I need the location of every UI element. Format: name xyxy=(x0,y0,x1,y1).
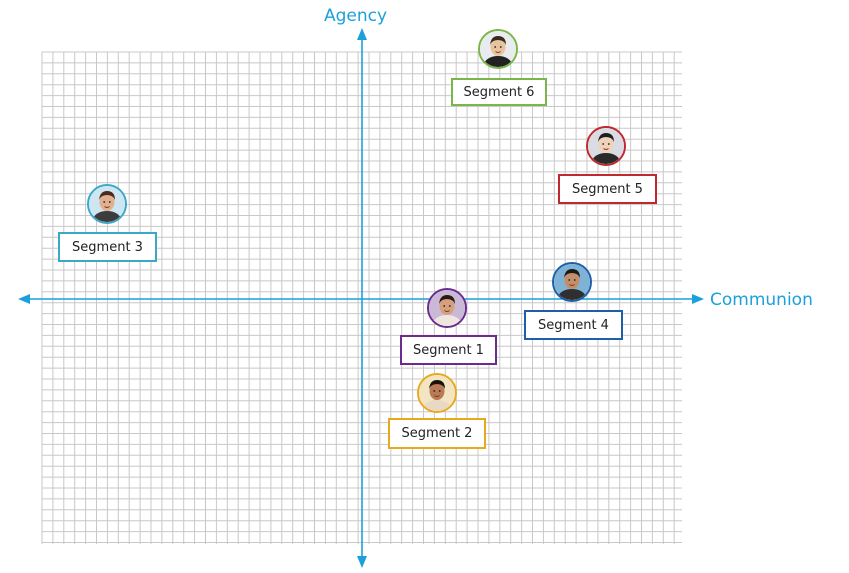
segment-1-label: Segment 1 xyxy=(400,335,497,365)
person-portrait-icon xyxy=(554,264,590,300)
segment-5-label: Segment 5 xyxy=(558,174,657,204)
segment-6-avatar xyxy=(478,29,518,69)
segment-4-avatar xyxy=(552,262,592,302)
person-portrait-icon xyxy=(429,290,465,326)
person-portrait-icon xyxy=(89,186,125,222)
y-axis-arrow-down xyxy=(357,556,367,568)
x-axis-arrow-right xyxy=(692,294,704,304)
segment-3-label: Segment 3 xyxy=(58,232,157,262)
x-axis-arrow-left xyxy=(18,294,30,304)
segment-2-label: Segment 2 xyxy=(388,418,486,449)
person-portrait-icon xyxy=(480,31,516,67)
segment-5-avatar xyxy=(586,126,626,166)
segment-2-avatar xyxy=(417,373,457,413)
segment-6-label: Segment 6 xyxy=(451,78,547,106)
y-axis-arrow-up xyxy=(357,28,367,40)
segment-3-avatar xyxy=(87,184,127,224)
segment-4-label: Segment 4 xyxy=(524,310,623,340)
person-portrait-icon xyxy=(419,375,455,411)
y-axis-label: Agency xyxy=(324,6,388,26)
x-axis-label: Communion xyxy=(710,290,813,310)
segment-1-avatar xyxy=(427,288,467,328)
person-portrait-icon xyxy=(588,128,624,164)
